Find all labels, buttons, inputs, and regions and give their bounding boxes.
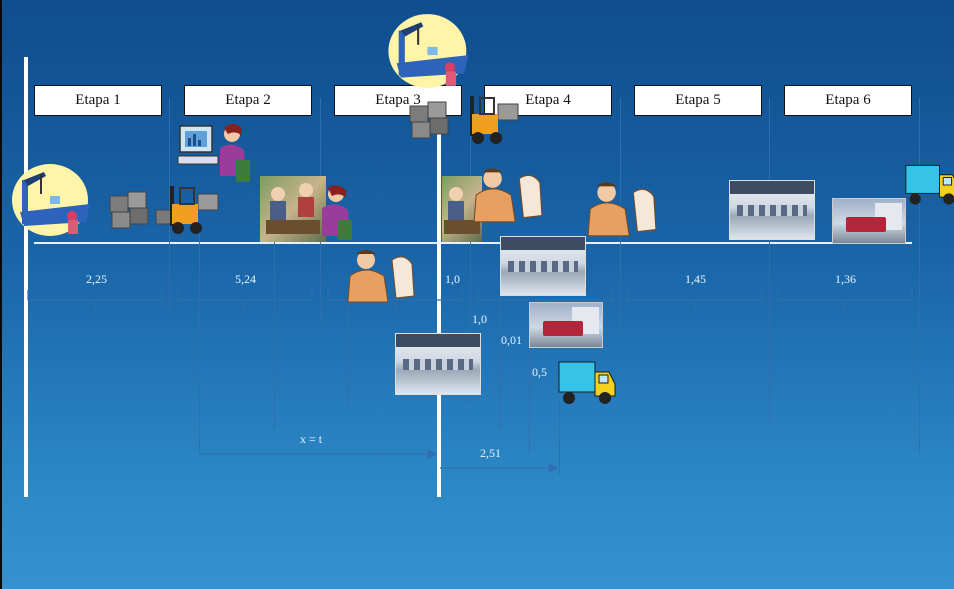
truck-icon-2 xyxy=(905,164,954,205)
divider-3 xyxy=(470,98,471,404)
divider-5 xyxy=(769,98,770,424)
warehouse-photo-icon-3 xyxy=(729,180,815,240)
ship-crane-icon-top xyxy=(388,14,469,88)
guide-stage4-c xyxy=(559,398,560,474)
meeting-photo-icon xyxy=(260,176,326,242)
start-wall xyxy=(24,57,28,497)
boxes-forklift-icon xyxy=(109,186,219,234)
duration-etapa-6: 1,36 xyxy=(835,272,856,286)
duration-etapa-4-b: 0,01 xyxy=(501,333,522,347)
customs-officer-icon-2 xyxy=(473,168,543,223)
stage-box-1: Etapa 1 xyxy=(34,85,162,116)
duration-etapa-4-c: 0,5 xyxy=(532,365,547,379)
stage-box-2: Etapa 2 xyxy=(184,85,312,116)
divider-6 xyxy=(919,98,920,454)
customs-officer-icon xyxy=(347,250,415,303)
office-worker-icon xyxy=(177,124,250,182)
guide-meeting xyxy=(274,240,275,430)
stage-box-6: Etapa 6 xyxy=(784,85,912,116)
duration-etapa-2: 5,24 xyxy=(235,272,256,286)
customs-officer-icon-3 xyxy=(587,182,657,237)
brace-etapa-1 xyxy=(27,290,163,310)
truck-photo-icon xyxy=(529,302,603,348)
ship-crane-icon xyxy=(12,164,90,236)
guide-forklift xyxy=(199,222,200,454)
duration-etapa-4-a: 1,0 xyxy=(472,312,487,326)
guide-stage4-b xyxy=(529,346,530,454)
guide-officer xyxy=(348,290,349,408)
duration-etapa-5: 1,45 xyxy=(685,272,706,286)
interval-total: 2,51 xyxy=(480,446,501,460)
warehouse-photo-icon xyxy=(500,236,586,296)
timeline-axis xyxy=(34,242,912,244)
stage-box-5: Etapa 5 xyxy=(634,85,762,116)
brace-etapa-6 xyxy=(777,290,913,310)
truck-icon xyxy=(558,361,616,404)
divider-1 xyxy=(169,98,170,312)
brace-etapa-5 xyxy=(627,290,763,310)
brace-etapa-3 xyxy=(327,290,463,310)
brace-etapa-2 xyxy=(177,290,313,310)
stage-box-4: Etapa 4 xyxy=(484,85,612,116)
warehouse-photo-icon-2 xyxy=(395,333,481,395)
truck-photo-icon-2 xyxy=(832,198,906,244)
boxes-forklift-icon-top xyxy=(409,96,519,144)
interval-label: x = t xyxy=(300,432,323,446)
current-time-wall xyxy=(437,105,441,497)
woman-at-desk-icon xyxy=(322,185,352,240)
duration-etapa-3: 1,0 xyxy=(445,272,460,286)
duration-etapa-1: 2,25 xyxy=(86,272,107,286)
guide-stage4-a xyxy=(500,296,501,430)
